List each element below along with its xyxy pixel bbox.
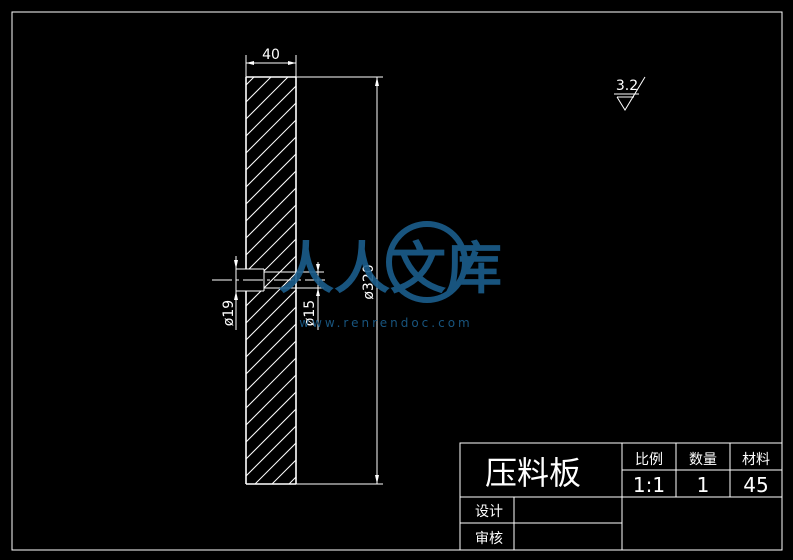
hatch-line	[254, 442, 296, 484]
hatch-line	[246, 391, 296, 443]
hatch-line	[236, 501, 306, 560]
material-header: 材料	[742, 452, 770, 468]
hatch-line	[246, 340, 296, 392]
hatch-line	[246, 425, 296, 477]
hatch-line	[246, 374, 296, 426]
hatch-line	[246, 272, 296, 324]
review-label: 审核	[475, 531, 503, 547]
scale-value: 1:1	[633, 473, 665, 497]
inner-diameter-dimension: ø15	[264, 262, 324, 330]
watermark-brand: 人人文库	[278, 237, 502, 302]
part-name: 压料板	[485, 454, 581, 492]
hatch-line	[246, 204, 296, 256]
quantity-header: 数量	[689, 452, 717, 468]
hatch-line	[246, 119, 296, 171]
width-dimension: 40	[245, 47, 297, 77]
hatch-line	[246, 170, 296, 222]
hatch-line	[246, 289, 296, 341]
hatch-line	[246, 77, 289, 120]
material-value: 45	[743, 473, 768, 497]
bore-diameter-label: ø19	[221, 300, 237, 326]
hatch-line	[246, 136, 296, 188]
outer-diameter-label: ø320	[361, 264, 377, 299]
title-block: 压料板 比例 数量 材料 1:1 1 45 设计 审核	[459, 442, 783, 551]
hatch-line	[246, 187, 296, 239]
drawing-frame	[11, 11, 783, 551]
hatch-line	[246, 408, 296, 460]
hatch-line	[246, 153, 296, 205]
hatch-line	[236, 484, 306, 554]
hatch-line	[246, 357, 296, 409]
hatch-line	[246, 77, 255, 86]
watermark-url: www.renrendoc.com	[299, 316, 472, 330]
quantity-value: 1	[697, 473, 710, 497]
hatch-line	[271, 459, 296, 484]
hatch-line	[246, 323, 296, 375]
hatch-line	[236, 0, 306, 44]
hatch-line	[246, 77, 272, 103]
roughness-value: 3.2	[616, 78, 638, 94]
watermark: 人人文库 www.renrendoc.com	[278, 221, 502, 330]
scale-header: 比例	[635, 452, 663, 468]
design-label: 设计	[475, 504, 503, 520]
hatch-line	[236, 518, 306, 560]
width-label: 40	[262, 47, 280, 63]
hatch-line	[246, 102, 296, 154]
part-section	[212, 0, 325, 560]
section-hatching	[236, 0, 306, 560]
hatch-line	[288, 476, 296, 484]
outer-diameter-dimension: ø320	[296, 76, 383, 485]
hatch-line	[246, 85, 296, 137]
hatch-line	[246, 306, 296, 358]
bore-diameter-dimension: ø19	[221, 256, 238, 330]
surface-roughness-symbol: 3.2	[614, 76, 646, 111]
inner-diameter-label: ø15	[302, 300, 318, 326]
hatch-line	[246, 255, 296, 307]
hatch-line	[236, 0, 306, 27]
